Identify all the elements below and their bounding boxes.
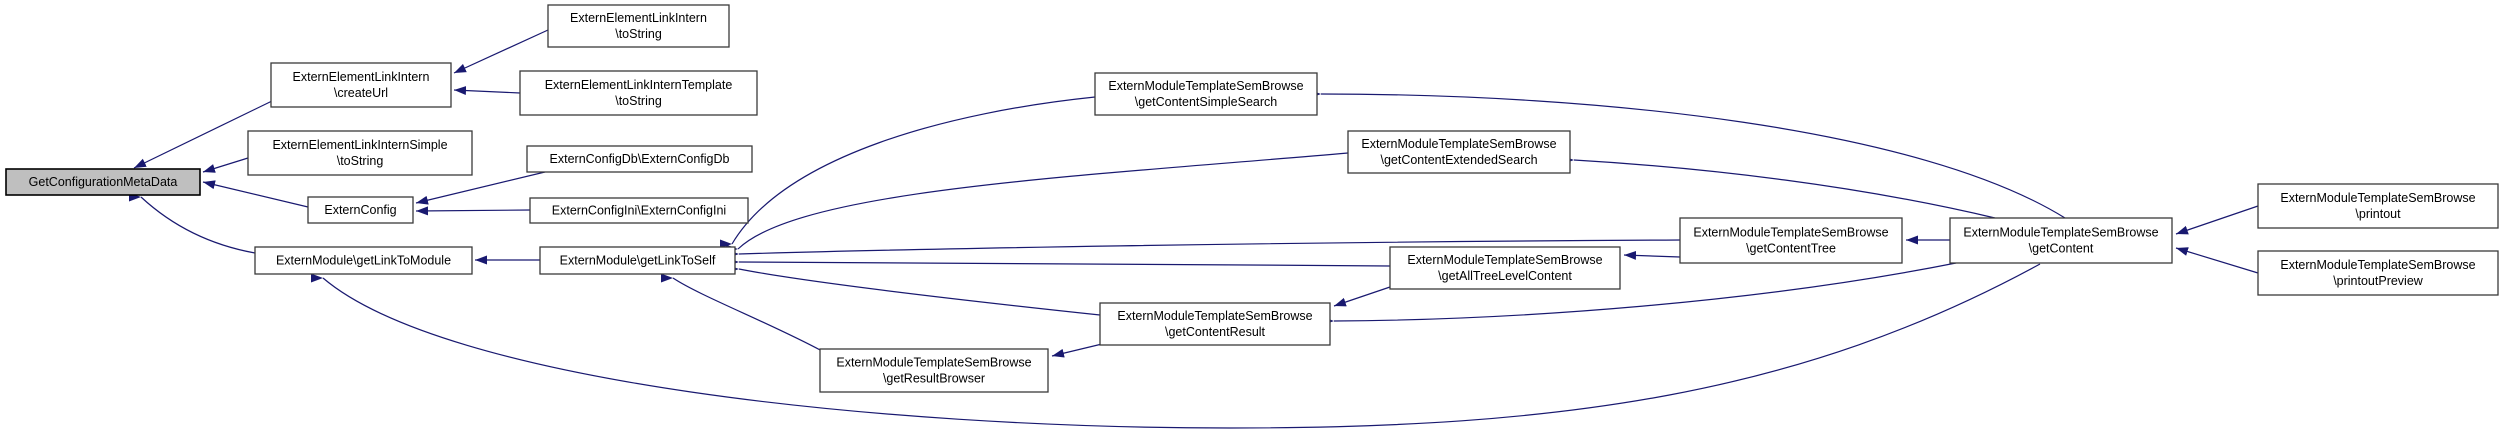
node-box-get-result-browser[interactable] — [819, 348, 1049, 393]
node-box-get-content-extended-search[interactable] — [1347, 130, 1571, 174]
node-box-get-content-tree[interactable] — [1679, 217, 1903, 264]
edge-get-content-to-get-content-simple-search — [1320, 89, 2066, 219]
edge-config-ini-to-extern-config — [415, 206, 531, 216]
node-label-create-url: ExternElementLinkIntern\createUrl — [293, 70, 430, 100]
node-get-content-extended-search[interactable]: ExternModuleTemplateSemBrowse\getContent… — [1347, 130, 1571, 174]
edge-li-tostring-to-create-url — [453, 29, 549, 74]
edge-get-all-tree-level-content-to-get-link-to-self — [738, 257, 1391, 267]
node-label-gcmd: GetConfigurationMetaData — [29, 175, 178, 189]
node-get-link-to-module[interactable]: ExternModule\getLinkToModule — [254, 246, 473, 275]
node-label-extern-config: ExternConfig — [324, 203, 396, 217]
node-label-get-link-to-self: ExternModule\getLinkToSelf — [560, 254, 716, 268]
edge-get-content-extended-search-to-get-link-to-self — [737, 152, 1349, 250]
node-printout[interactable]: ExternModuleTemplateSemBrowse\printout — [2257, 183, 2499, 229]
node-box-get-content-result[interactable] — [1099, 302, 1331, 346]
node-box-printout-preview[interactable] — [2257, 250, 2499, 296]
edge-get-content-to-get-link-to-module — [322, 263, 2041, 429]
node-label-printout-preview: ExternModuleTemplateSemBrowse\printoutPr… — [2280, 258, 2475, 288]
node-box-extern-config[interactable] — [307, 196, 414, 224]
node-box-get-content[interactable] — [1949, 217, 2173, 264]
node-label-get-result-browser: ExternModuleTemplateSemBrowse\getResultB… — [836, 356, 1031, 386]
edge-printout-to-get-content — [2175, 205, 2259, 235]
edge-get-content-to-get-content-result — [1333, 262, 1957, 326]
node-extern-config[interactable]: ExternConfig — [307, 196, 414, 224]
edge-get-content-result-to-get-link-to-self — [738, 266, 1101, 316]
node-li-tostring[interactable]: ExternElementLinkIntern\toString — [547, 4, 730, 48]
node-box-get-content-simple-search[interactable] — [1094, 72, 1318, 116]
node-printout-preview[interactable]: ExternModuleTemplateSemBrowse\printoutPr… — [2257, 250, 2499, 296]
nodes-layer: GetConfigurationMetaData ExternElementLin… — [5, 4, 2499, 393]
node-create-url[interactable]: ExternElementLinkIntern\createUrl — [270, 62, 452, 108]
edge-printout-preview-to-get-content — [2175, 247, 2259, 274]
node-box-li-tostring[interactable] — [547, 4, 730, 48]
node-label-printout: ExternModuleTemplateSemBrowse\printout — [2280, 191, 2475, 221]
edge-extern-config-to-gcmd — [202, 180, 309, 208]
node-label-get-content-tree: ExternModuleTemplateSemBrowse\getContent… — [1693, 226, 1888, 256]
node-label-li-template-tostring: ExternElementLinkInternTemplate\toString — [545, 78, 733, 108]
node-label-get-link-to-module: ExternModule\getLinkToModule — [276, 254, 451, 268]
node-box-li-simple-tostring[interactable] — [247, 130, 473, 176]
node-box-config-db[interactable] — [526, 145, 753, 173]
node-label-config-ini: ExternConfigIni\ExternConfigIni — [552, 204, 726, 218]
node-li-simple-tostring[interactable]: ExternElementLinkInternSimple\toString — [247, 130, 473, 176]
node-get-result-browser[interactable]: ExternModuleTemplateSemBrowse\getResultB… — [819, 348, 1049, 393]
node-get-content-tree[interactable]: ExternModuleTemplateSemBrowse\getContent… — [1679, 217, 1903, 264]
node-label-li-tostring: ExternElementLinkIntern\toString — [570, 11, 707, 41]
node-label-get-content-result: ExternModuleTemplateSemBrowse\getContent… — [1117, 309, 1312, 339]
edge-get-content-result-to-get-result-browser — [1051, 343, 1103, 358]
node-config-ini[interactable]: ExternConfigIni\ExternConfigIni — [529, 197, 749, 224]
node-li-template-tostring[interactable]: ExternElementLinkInternTemplate\toString — [519, 70, 758, 116]
node-box-create-url[interactable] — [270, 62, 452, 108]
node-label-get-content-extended-search: ExternModuleTemplateSemBrowse\getContent… — [1361, 137, 1556, 167]
node-label-get-content-simple-search: ExternModuleTemplateSemBrowse\getContent… — [1108, 79, 1303, 109]
node-config-db[interactable]: ExternConfigDb\ExternConfigDb — [526, 145, 753, 173]
node-get-content-result[interactable]: ExternModuleTemplateSemBrowse\getContent… — [1099, 302, 1331, 346]
node-get-content-simple-search[interactable]: ExternModuleTemplateSemBrowse\getContent… — [1094, 72, 1318, 116]
edge-get-result-browser-to-get-link-to-self — [672, 277, 823, 352]
edge-create-url-to-gcmd — [133, 100, 273, 169]
node-get-all-tree-level-content[interactable]: ExternModuleTemplateSemBrowse\getAllTree… — [1389, 246, 1621, 290]
node-box-get-all-tree-level-content[interactable] — [1389, 246, 1621, 290]
node-label-get-all-tree-level-content: ExternModuleTemplateSemBrowse\getAllTree… — [1407, 253, 1602, 283]
edge-li-simple-tostring-to-gcmd — [202, 157, 249, 173]
edge-get-content-tree-to-get-link-to-self — [738, 239, 1681, 259]
node-box-get-link-to-module[interactable] — [254, 246, 473, 275]
edge-get-content-tree-to-get-all-tree-level-content — [1623, 250, 1681, 260]
edge-config-db-to-extern-config — [415, 171, 546, 205]
node-label-config-db: ExternConfigDb\ExternConfigDb — [550, 152, 730, 166]
node-label-get-content: ExternModuleTemplateSemBrowse\getContent — [1963, 226, 2158, 256]
edge-get-content-simple-search-to-get-link-to-self — [731, 96, 1096, 245]
node-box-config-ini[interactable] — [529, 197, 749, 224]
edge-get-content-to-get-content-extended-search — [1573, 156, 1996, 219]
node-box-li-template-tostring[interactable] — [519, 70, 758, 116]
node-box-printout[interactable] — [2257, 183, 2499, 229]
edge-get-link-to-module-to-gcmd — [140, 196, 256, 254]
edge-li-template-tostring-to-create-url — [453, 86, 521, 96]
edges-layer — [133, 29, 2259, 429]
node-box-gcmd — [5, 168, 201, 196]
node-get-link-to-self[interactable]: ExternModule\getLinkToSelf — [539, 246, 736, 275]
node-label-li-simple-tostring: ExternElementLinkInternSimple\toString — [272, 138, 447, 168]
node-get-content[interactable]: ExternModuleTemplateSemBrowse\getContent — [1949, 217, 2173, 264]
node-gcmd: GetConfigurationMetaData — [5, 168, 201, 196]
edge-get-all-tree-level-content-to-get-content-result — [1333, 286, 1391, 307]
node-box-get-link-to-self[interactable] — [539, 246, 736, 275]
